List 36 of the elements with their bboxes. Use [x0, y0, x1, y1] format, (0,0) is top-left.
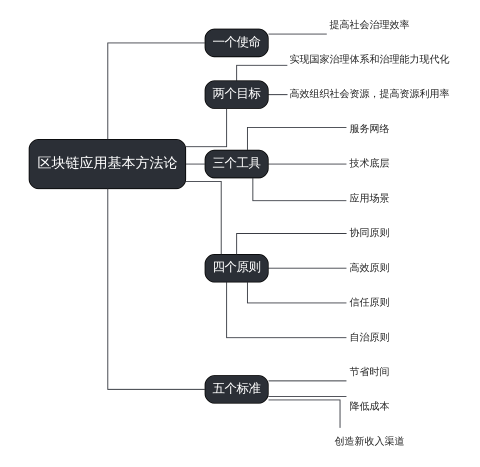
node-text: 实现国家治理体系和治理能力现代化	[289, 54, 450, 66]
node-text: 降低成本	[349, 402, 390, 413]
node-box: 两个目标	[204, 80, 268, 109]
connector	[252, 178, 346, 202]
node-text: 技术底层	[349, 158, 390, 170]
connector	[268, 164, 346, 165]
node-text: 信任原则	[349, 298, 390, 309]
node-text: 服务网络	[349, 124, 390, 135]
connector	[246, 282, 346, 304]
node-text: 提高社会治理效率	[329, 20, 410, 31]
node-text: 协同原则	[349, 228, 390, 240]
connector	[236, 233, 347, 255]
node-text: 自治原则	[349, 332, 390, 344]
node-text: 创造新收入渠道	[334, 436, 404, 448]
connector	[106, 42, 205, 140]
connector	[106, 188, 205, 390]
node-box: 四个原则	[204, 254, 268, 282]
node-text: 高效原则	[349, 262, 390, 274]
node-box: 五个标准	[204, 375, 268, 404]
connector	[268, 396, 346, 398]
node-text: 应用场景	[349, 193, 390, 204]
node-text: 高效组织社会资源，提高资源利用率	[289, 89, 450, 100]
connector	[226, 282, 346, 338]
connector	[184, 108, 227, 148]
connector	[268, 399, 340, 428]
connector	[236, 64, 288, 82]
connector	[184, 180, 222, 255]
connector	[184, 164, 205, 165]
node-text: 节省时间	[349, 367, 390, 378]
connector	[268, 94, 288, 96]
connector	[246, 126, 346, 150]
node-box: 三个工具	[204, 150, 268, 178]
node-box: 区块链应用基本方法论	[28, 138, 186, 190]
connector	[268, 380, 346, 382]
node-box: 一个使命	[204, 28, 268, 58]
connector	[268, 268, 346, 269]
